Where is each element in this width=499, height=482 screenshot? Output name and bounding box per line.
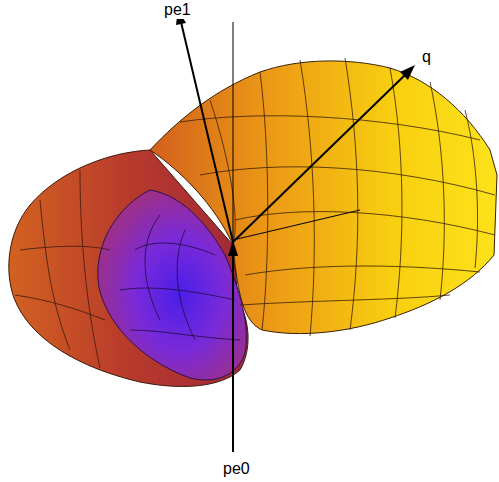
momentum-arrow: [233, 75, 405, 242]
vector-label: q: [420, 48, 433, 66]
vector-label: pe0: [221, 460, 252, 478]
mesh-lines: [210, 58, 478, 336]
arrow-head: [400, 65, 415, 80]
axis-line: [233, 22, 234, 245]
axis-line: [233, 210, 360, 240]
surface-lobe: [150, 61, 497, 334]
vector-label: pe1: [162, 1, 193, 19]
momentum-arrow: [181, 22, 233, 242]
momentum-arrow: [232, 252, 234, 452]
mesh-lines: [15, 170, 110, 368]
arrow-head: [228, 240, 238, 256]
mesh-lines: [120, 215, 240, 340]
mesh-lines: [180, 116, 495, 305]
